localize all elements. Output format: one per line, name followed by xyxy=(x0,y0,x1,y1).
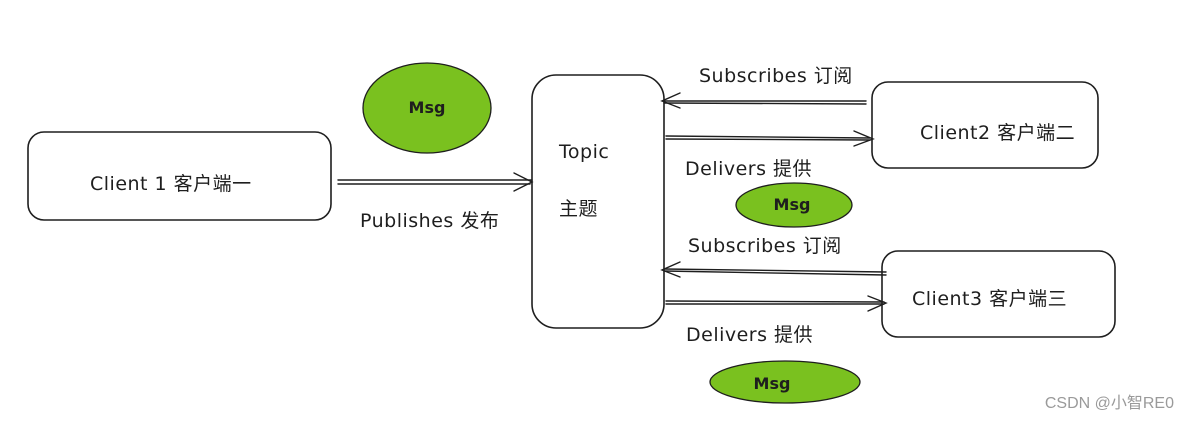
msg-ellipse-2 xyxy=(735,182,853,228)
client2-label: Client2 客户端二 xyxy=(920,122,1076,144)
topic-label-line2: 主题 xyxy=(559,198,599,220)
subscribes-client2-label: Subscribes 订阅 xyxy=(699,65,853,87)
client3-label: Client3 客户端三 xyxy=(912,288,1068,310)
publishes-label: Publishes 发布 xyxy=(360,210,500,232)
msg-ellipse-3 xyxy=(709,360,861,404)
subscribes-client3-arrow xyxy=(660,261,887,278)
topic-label-line1: Topic xyxy=(559,141,610,163)
delivers-client2-label: Delivers 提供 xyxy=(685,158,813,180)
watermark: CSDN @小智RE0 xyxy=(1044,395,1174,412)
delivers-client3-label: Delivers 提供 xyxy=(686,324,814,346)
msg-label-1: Msg xyxy=(408,98,446,117)
subscribes-client2-arrow xyxy=(660,92,867,109)
delivers-client2-arrow xyxy=(665,130,875,147)
topic-box xyxy=(531,74,665,329)
client1-box xyxy=(27,131,332,221)
client1-label: Client 1 客户端一 xyxy=(90,173,252,195)
msg-label-2: Msg xyxy=(773,195,811,214)
subscribes-client3-label: Subscribes 订阅 xyxy=(688,235,842,257)
client3-box xyxy=(881,250,1116,338)
delivers-client3-arrow xyxy=(665,295,888,312)
msg-label-3: Msg xyxy=(753,374,791,393)
publishes-arrow xyxy=(337,172,534,192)
client2-box xyxy=(871,81,1099,169)
msg-ellipse-1 xyxy=(362,62,492,154)
